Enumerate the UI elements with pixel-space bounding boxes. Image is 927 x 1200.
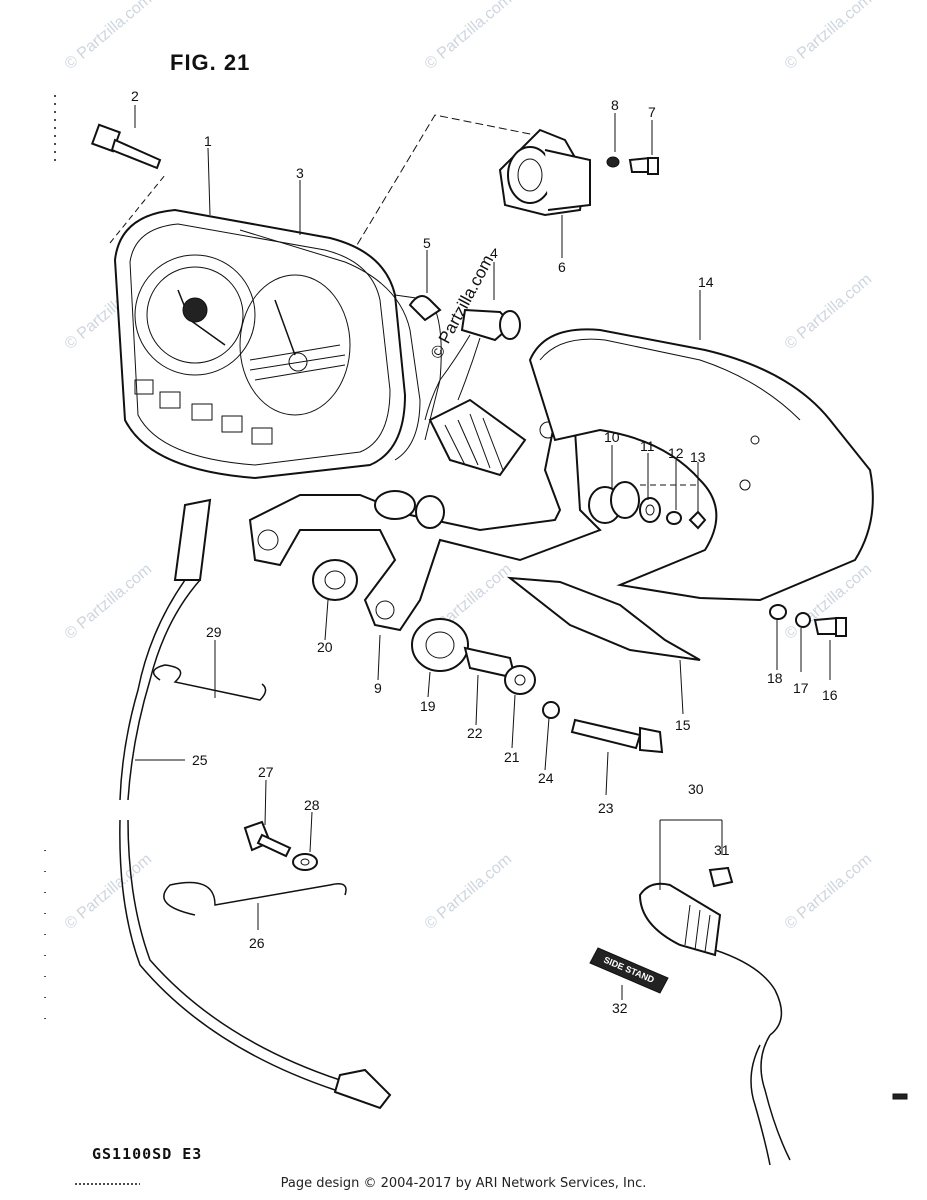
callout-13: 13 bbox=[690, 449, 706, 465]
side-stand-lamp bbox=[638, 819, 791, 1166]
callout-9: 9 bbox=[374, 680, 382, 696]
margin-marks bbox=[44, 95, 908, 1185]
callout-31: 31 bbox=[714, 842, 730, 858]
callout-5: 5 bbox=[423, 235, 431, 251]
callout-22: 22 bbox=[467, 725, 483, 741]
callout-23: 23 bbox=[598, 800, 614, 816]
callout-24: 24 bbox=[538, 770, 554, 786]
callout-18: 18 bbox=[767, 670, 783, 686]
side-stand-label: SIDE STAND bbox=[589, 947, 669, 994]
watermark: © Partzilla.com bbox=[62, 561, 156, 643]
connector-block bbox=[428, 398, 527, 477]
watermark: © Partzilla.com bbox=[422, 0, 516, 73]
figure-title: FIG. 21 bbox=[170, 50, 251, 75]
bolt-23 bbox=[570, 718, 664, 754]
socket-part bbox=[498, 128, 591, 217]
model-code: GS1100SD E3 bbox=[92, 1145, 203, 1163]
callout-28: 28 bbox=[304, 797, 320, 813]
callouts: 1 2 3 4 5 6 7 8 9 10 11 12 13 14 15 16 1… bbox=[131, 88, 838, 1016]
callout-17: 17 bbox=[793, 680, 809, 696]
watermark: © Partzilla.com bbox=[782, 271, 876, 353]
callout-32: 32 bbox=[612, 1000, 628, 1016]
meter-assembly bbox=[113, 208, 442, 480]
watermark: © Partzilla.com bbox=[62, 851, 156, 933]
bulbs bbox=[408, 295, 521, 421]
dampers bbox=[312, 481, 707, 719]
bolt-washer-left bbox=[243, 820, 318, 871]
callout-1: 1 bbox=[204, 133, 212, 149]
callout-30: 30 bbox=[688, 781, 704, 797]
callout-26: 26 bbox=[249, 935, 265, 951]
callout-3: 3 bbox=[296, 165, 304, 181]
callout-29: 29 bbox=[206, 624, 222, 640]
copyright-footer: Page design © 2004-2017 by ARI Network S… bbox=[280, 1176, 647, 1191]
callout-11: 11 bbox=[640, 438, 655, 454]
cable-fitting-part bbox=[90, 123, 162, 170]
callout-10: 10 bbox=[604, 429, 620, 445]
screw-washer-top bbox=[606, 156, 659, 175]
watermark: © Partzilla.com bbox=[62, 0, 156, 73]
callout-27: 27 bbox=[258, 764, 274, 780]
callout-16: 16 bbox=[822, 687, 838, 703]
meter-cable bbox=[119, 498, 392, 1110]
callout-12: 12 bbox=[668, 445, 684, 461]
callout-20: 20 bbox=[317, 639, 333, 655]
callout-25: 25 bbox=[192, 752, 208, 768]
callout-4: 4 bbox=[490, 245, 498, 261]
callout-14: 14 bbox=[698, 274, 714, 290]
callout-15: 15 bbox=[675, 717, 691, 733]
callout-19: 19 bbox=[420, 698, 436, 714]
watermark: © Partzilla.com bbox=[782, 851, 876, 933]
callout-8: 8 bbox=[611, 97, 619, 113]
cable-clamps bbox=[152, 664, 347, 916]
watermark: © Partzilla.com bbox=[782, 0, 876, 73]
callout-21: 21 bbox=[504, 749, 520, 765]
callout-6: 6 bbox=[558, 259, 566, 275]
callout-7: 7 bbox=[648, 104, 656, 120]
screw-washers-right bbox=[769, 604, 847, 637]
leader-lines bbox=[134, 105, 831, 1000]
meter-cover bbox=[528, 328, 874, 602]
watermark: © Partzilla.com bbox=[422, 851, 516, 933]
plate-part bbox=[506, 576, 701, 661]
callout-2: 2 bbox=[131, 88, 139, 104]
